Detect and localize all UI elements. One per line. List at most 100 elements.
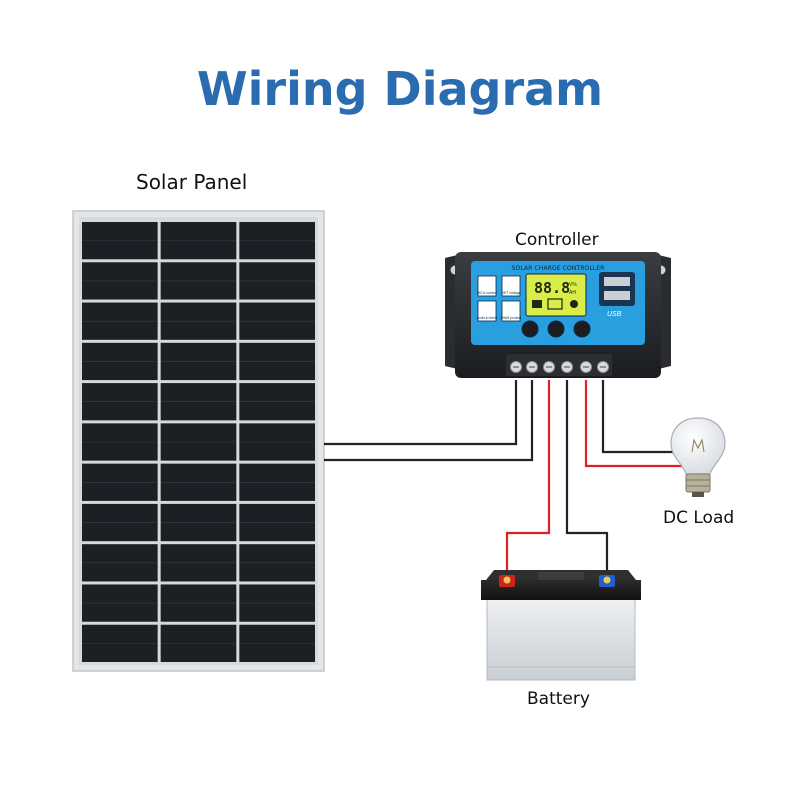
battery-negative-terminal: [599, 575, 615, 587]
solar-panel: [72, 210, 325, 672]
gear-icon: [501, 275, 521, 297]
bulb-tip: [692, 492, 704, 497]
solar-cell: [160, 584, 237, 622]
mcu-label: MCU control: [477, 291, 497, 295]
solar-cell: [239, 544, 315, 582]
battery-label: Battery: [527, 689, 590, 709]
controller-status-icons: MCU control Build-in timer SET voltage P…: [477, 275, 522, 322]
controller-ear-left: [445, 252, 470, 372]
load-wire-negative: [601, 380, 688, 454]
solar-cell: [160, 262, 237, 300]
solar-cell: [239, 302, 315, 340]
bulb-glass: [670, 417, 726, 475]
solar-cell: [239, 383, 315, 421]
solar-cell: [239, 342, 315, 381]
bulb-base: [685, 473, 711, 493]
dc-load-label: DC Load: [663, 508, 735, 528]
usb-port-1[interactable]: [604, 277, 630, 286]
solar-cell: [239, 503, 315, 542]
solar-cell: [239, 262, 315, 300]
solar-cell: [239, 222, 315, 260]
controller-ear-right: [646, 252, 671, 372]
battery-lid: [481, 580, 641, 600]
solar-cell: [160, 302, 237, 340]
battery-body: [486, 597, 636, 681]
controller-header-text: SOLAR CHARGE CONTROLLER: [512, 265, 606, 272]
set-label: SET voltage: [501, 291, 521, 295]
mount-hole-icon: [450, 265, 460, 275]
controller-button-left[interactable]: [521, 320, 539, 338]
panel-wire-2: [324, 380, 534, 462]
panel-backing: [79, 217, 318, 665]
battery-wire-positive: [505, 380, 551, 582]
solar-cell: [82, 423, 158, 461]
pwm-label: PWM protect: [501, 316, 522, 320]
solar-cell: [239, 584, 315, 622]
battery-lid-top: [486, 570, 636, 580]
solar-cell: [160, 624, 237, 662]
controller-label: Controller: [515, 230, 599, 250]
timer-label: Build-in timer: [477, 316, 499, 320]
usb-port-2[interactable]: [604, 291, 630, 300]
solar-cell: [82, 463, 158, 501]
solar-cell: [160, 383, 237, 421]
dc-load-bulb: [670, 417, 726, 497]
solar-cell: [82, 222, 158, 260]
lcd-panel-icon: [532, 300, 542, 308]
lcd-display: [525, 273, 587, 317]
terminal-bolt-icon: [603, 576, 611, 584]
solar-cell: [82, 584, 158, 622]
panel-frame: [72, 210, 325, 672]
solar-cell: [160, 544, 237, 582]
lcd-units-top: V%: [569, 282, 577, 288]
solar-cell: [239, 423, 315, 461]
solar-cell: [82, 544, 158, 582]
mount-hole-icon: [656, 265, 666, 275]
solar-cell: [82, 383, 158, 421]
screw-terminal-icon: [510, 361, 522, 373]
lcd-units-bottom: AH: [569, 290, 576, 296]
battery-wire-negative: [565, 380, 609, 582]
screw-terminal-icon: [561, 361, 573, 373]
lcd-bulb-icon: [570, 300, 578, 308]
controller-body: [455, 252, 661, 378]
solar-cell: [82, 624, 158, 662]
terminals: [510, 361, 609, 373]
wires-controller-to-load: [584, 380, 688, 468]
load-wire-positive: [584, 380, 688, 468]
charge-controller: SOLAR CHARGE CONTROLLER MCU control Buil…: [445, 252, 671, 378]
solar-panel-label: Solar Panel: [136, 170, 248, 194]
page-title: Wiring Diagram: [196, 62, 604, 116]
screw-terminal-icon: [526, 361, 538, 373]
usb-label: USB: [607, 311, 622, 318]
lcd-digits: 88.8: [534, 279, 570, 297]
lcd-battery-icon: [547, 298, 563, 310]
terminal-block: [506, 354, 612, 376]
solar-cell: [239, 463, 315, 501]
mcu-icon: [477, 275, 497, 297]
battery-vent: [538, 572, 584, 580]
controller-button-middle[interactable]: [547, 320, 565, 338]
panel-cells: [82, 222, 315, 662]
wires-panel-to-controller: [324, 380, 534, 462]
timer-icon: [477, 300, 497, 322]
solar-cell: [160, 222, 237, 260]
solar-cell: [82, 342, 158, 381]
controller-button-right[interactable]: [573, 320, 591, 338]
controller-face: [471, 261, 645, 345]
battery: [481, 570, 641, 681]
wires-controller-to-battery: [505, 380, 609, 582]
battery-positive-terminal: [499, 575, 515, 587]
screw-terminal-icon: [597, 361, 609, 373]
screw-terminal-icon: [580, 361, 592, 373]
panel-wire-1: [324, 380, 518, 446]
solar-cell: [160, 503, 237, 542]
lock-icon: [501, 300, 521, 322]
screw-terminal-icon: [543, 361, 555, 373]
solar-cell: [160, 423, 237, 461]
solar-cell: [160, 342, 237, 381]
terminal-bolt-icon: [503, 576, 511, 584]
solar-cell: [82, 503, 158, 542]
